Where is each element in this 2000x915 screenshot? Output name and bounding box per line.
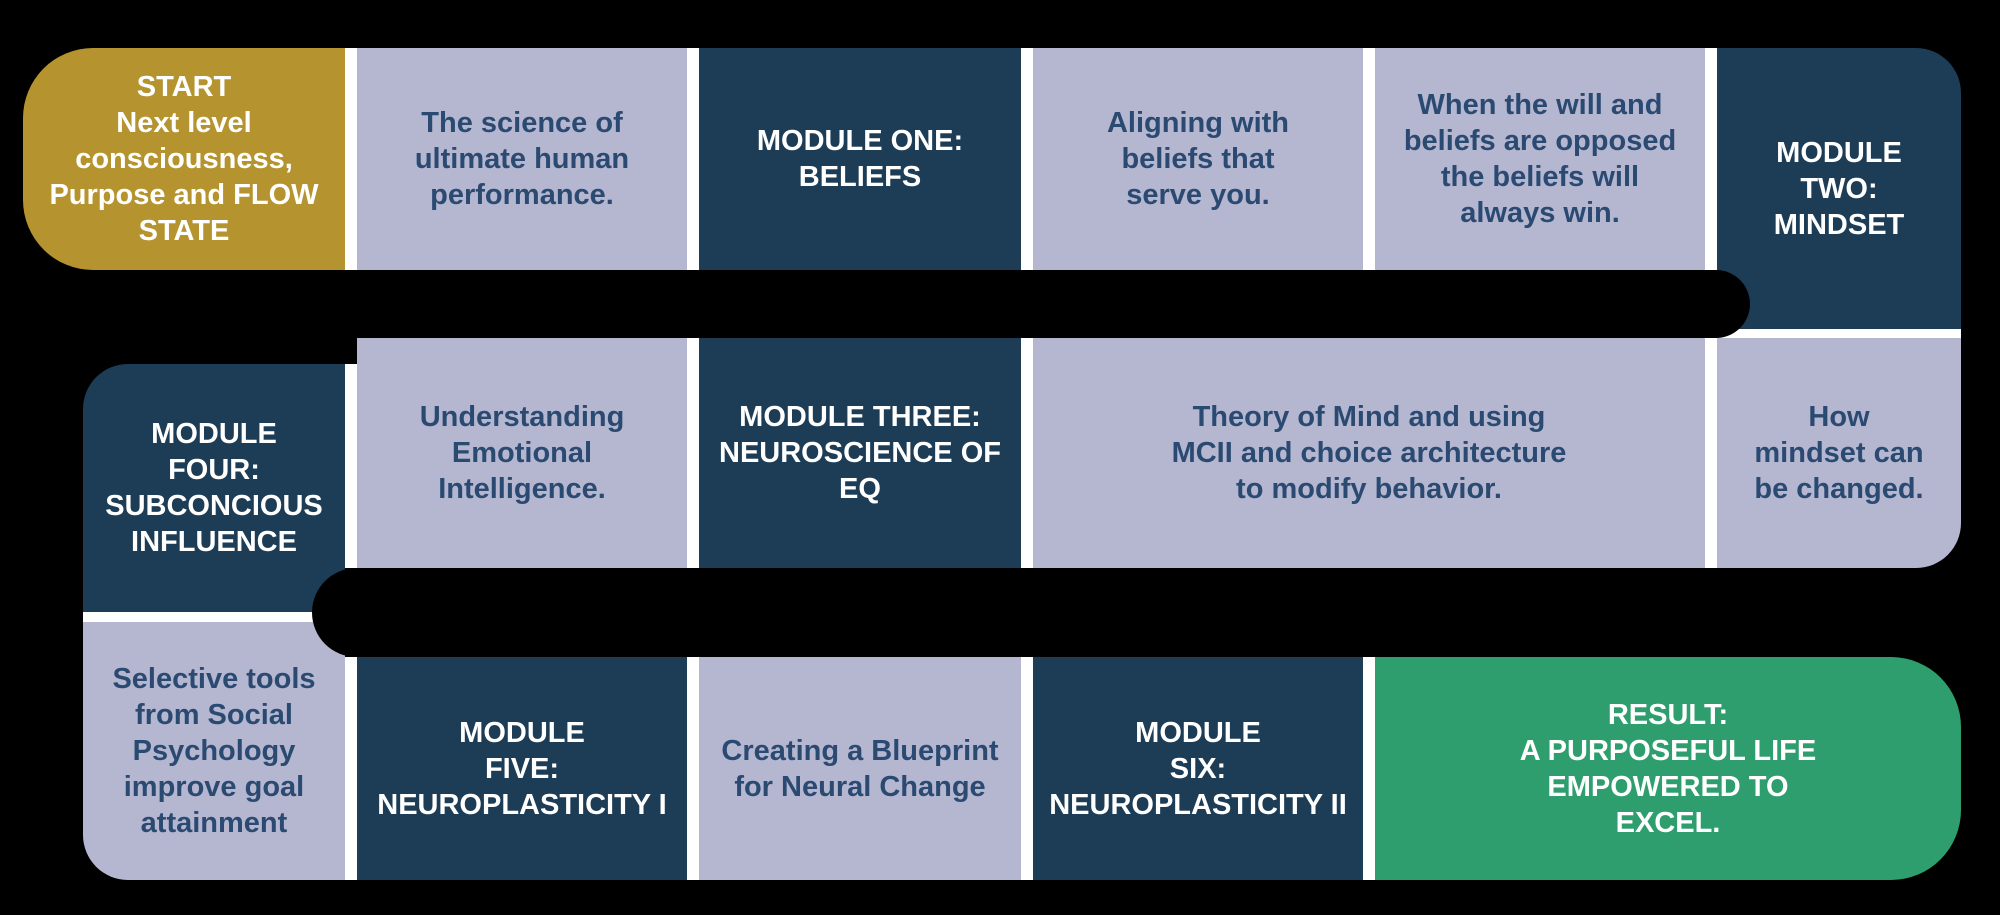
- tile-module-six: MODULE SIX: NEUROPLASTICITY II: [1033, 657, 1363, 880]
- tile-separator: [1717, 329, 1961, 338]
- tile-separator: [83, 612, 345, 622]
- tile-separator: [1363, 657, 1375, 880]
- tile-separator: [345, 48, 357, 270]
- tile-separator: [687, 48, 699, 270]
- tile-separator: [1021, 48, 1033, 270]
- tile-module-four: MODULE FOUR: SUBCONCIOUS INFLUENCE: [83, 364, 345, 612]
- tile-theory-of-mind: Theory of Mind and using MCII and choice…: [1033, 338, 1705, 568]
- tile-separator: [345, 657, 357, 880]
- tile-science-of-performance: The science of ultimate human performanc…: [357, 48, 687, 270]
- tile-separator: [345, 364, 357, 568]
- tile-selective-tools: Selective tools from Social Psychology i…: [83, 622, 345, 880]
- result-node: RESULT: A PURPOSEFUL LIFE EMPOWERED TO E…: [1375, 657, 1961, 880]
- tile-separator: [1021, 657, 1033, 880]
- start-node: START Next level consciousness, Purpose …: [23, 48, 345, 270]
- tile-aligning-beliefs: Aligning with beliefs that serve you.: [1033, 48, 1363, 270]
- tile-separator: [1705, 48, 1717, 270]
- tile-separator: [1021, 338, 1033, 568]
- tile-separator: [687, 338, 699, 568]
- tile-neural-blueprint: Creating a Blueprint for Neural Change: [699, 657, 1021, 880]
- tile-separator: [1705, 338, 1717, 568]
- row1-row2-connector-gap: [0, 270, 1750, 338]
- tile-will-vs-beliefs: When the will and beliefs are opposed th…: [1375, 48, 1705, 270]
- tile-module-three: MODULE THREE: NEUROSCIENCE OF EQ: [699, 338, 1021, 568]
- tile-module-five: MODULE FIVE: NEUROPLASTICITY I: [357, 657, 687, 880]
- tile-separator: [1363, 48, 1375, 270]
- tile-how-mindset: How mindset can be changed.: [1717, 338, 1961, 568]
- tile-module-two: MODULE TWO: MINDSET: [1717, 48, 1961, 329]
- row2-row3-connector-gap: [312, 568, 2000, 657]
- tile-separator: [687, 657, 699, 880]
- tile-understanding-eq: Understanding Emotional Intelligence.: [357, 338, 687, 568]
- tile-module-one: MODULE ONE: BELIEFS: [699, 48, 1021, 270]
